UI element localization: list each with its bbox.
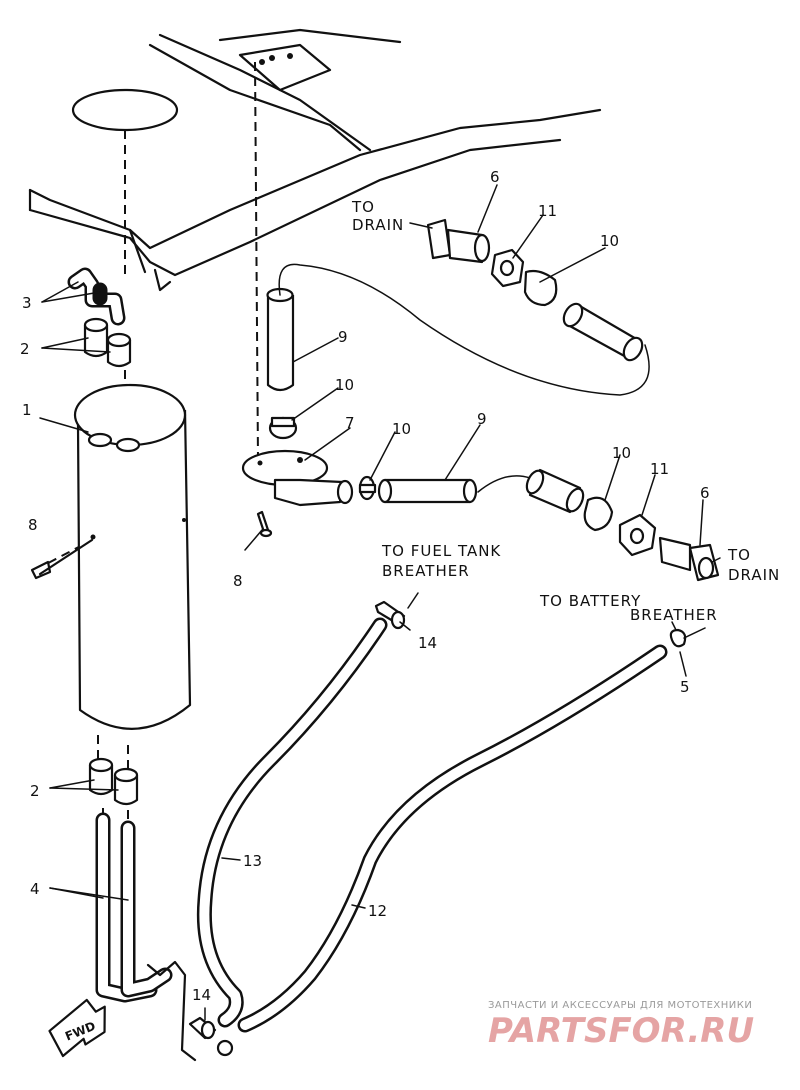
fuel-tank-breather-line1: TO FUEL TANK: [381, 542, 501, 560]
plate-part-7: [241, 449, 354, 507]
fwd-arrow-icon: FWD: [48, 998, 106, 1058]
screw-part-8-mid: [256, 510, 273, 538]
to-drain-top-line1: TO: [351, 198, 375, 216]
clip-part-5: [669, 621, 687, 648]
callout-11b: 11: [650, 460, 669, 478]
callout-14a: 14: [418, 634, 437, 652]
text-callouts: TO DRAIN TO DRAIN TO FUEL TANK BREATHER …: [351, 198, 780, 624]
callout-2b: 2: [30, 782, 40, 800]
battery-breather-line1: TO BATTERY: [539, 592, 641, 610]
callout-8a: 8: [28, 516, 38, 534]
watermark: ЗАПЧАСТИ И АКСЕССУАРЫ ДЛЯ МОТОТЕХНИКИ PA…: [488, 1000, 754, 1051]
grommets-part-2-top: [83, 317, 132, 368]
callout-14b: 14: [192, 986, 211, 1004]
callout-7: 7: [345, 414, 355, 432]
drain-assembly-upper: [278, 218, 650, 396]
callout-11a: 11: [538, 202, 557, 220]
to-drain-right-line1: TO: [727, 546, 751, 564]
battery-breather-line2: BREATHER: [630, 606, 718, 624]
watermark-logo: PARTSFOR.RU: [488, 1011, 754, 1051]
tube-part-9-upper: [266, 287, 295, 392]
callout-9a: 9: [338, 328, 348, 346]
clip-part-14-upper: [374, 600, 406, 630]
callout-numbers: 1 2 2 3 4 5 6 6 7 8 8 9 9 10 10 10 10 11…: [20, 168, 710, 1004]
to-drain-right-line2: DRAIN: [728, 566, 780, 584]
clamp-part-10-mid: [268, 416, 298, 440]
clamp-part-10-small: [358, 475, 377, 501]
callout-2a: 2: [20, 340, 30, 358]
callout-13: 13: [243, 852, 262, 870]
callout-6a: 6: [490, 168, 500, 186]
watermark-tagline: ЗАПЧАСТИ И АКСЕССУАРЫ ДЛЯ МОТОТЕХНИКИ: [488, 1000, 752, 1011]
pipes-part-4: [95, 812, 197, 1062]
grommets-part-2-bottom: [88, 757, 139, 806]
callout-1: 1: [22, 401, 32, 419]
callout-10c: 10: [392, 420, 411, 438]
callout-10b: 10: [600, 232, 619, 250]
callout-4: 4: [30, 880, 40, 898]
callout-6b: 6: [700, 484, 710, 502]
to-drain-top-line2: DRAIN: [352, 216, 404, 234]
clip-part-14-lower: [188, 1016, 234, 1057]
leader-lines: [39, 184, 721, 1021]
fuel-tank-breather-line2: BREATHER: [382, 562, 470, 580]
callout-3: 3: [22, 294, 32, 312]
callout-8b: 8: [233, 572, 243, 590]
hose-part-13: [196, 617, 388, 1028]
pipes-part-3: [67, 267, 126, 326]
callout-5: 5: [680, 678, 690, 696]
callout-10a: 10: [335, 376, 354, 394]
callout-12: 12: [368, 902, 387, 920]
tube-part-9-middle: [377, 478, 478, 504]
screw-part-8-left: [30, 538, 94, 580]
callout-9b: 9: [477, 410, 487, 428]
hose-part-12: [237, 644, 668, 1033]
tank-opening: [71, 88, 179, 132]
frame-bracket: [28, 28, 602, 292]
callout-10d: 10: [612, 444, 631, 462]
drain-assembly-lower: [477, 468, 720, 582]
canister-part-1: [73, 383, 192, 730]
